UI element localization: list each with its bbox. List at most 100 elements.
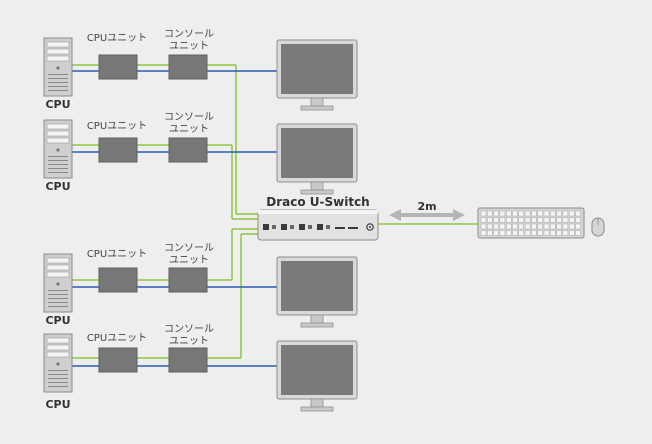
cpu-label: CPU <box>45 98 70 111</box>
monitor-icon <box>276 39 358 111</box>
keyboard-key <box>550 230 556 236</box>
keyboard-key <box>512 210 518 217</box>
cpu-unit-box <box>98 137 138 163</box>
keyboard-key <box>524 217 531 223</box>
console-unit-label: コンソール <box>164 29 214 40</box>
keyboard-key <box>543 210 550 217</box>
console-unit-box <box>168 347 208 373</box>
keyboard-key <box>524 223 531 230</box>
keyboard-key <box>556 217 562 223</box>
tower-pc-icon <box>43 333 73 393</box>
keyboard-key <box>556 210 562 217</box>
keyboard-key <box>543 217 550 223</box>
keyboard-key <box>499 230 506 236</box>
keyboard-key <box>480 217 487 223</box>
keyboard-key <box>556 223 562 230</box>
keyboard-key <box>537 230 543 236</box>
keyboard-key <box>550 217 556 223</box>
keyboard-key <box>480 223 487 230</box>
console-unit-label-2: ユニット <box>169 336 209 347</box>
keyboard-key <box>556 230 562 236</box>
cpu-row-2: CPU CPUユニット コンソール ユニット <box>43 112 358 195</box>
console-unit-box <box>168 137 208 163</box>
console-unit-label: コンソール <box>164 112 214 123</box>
cpu-unit-box <box>98 54 138 80</box>
distance-indicator: 2m <box>389 200 465 221</box>
keyboard-key <box>543 230 550 236</box>
console-unit-label-2: ユニット <box>169 124 209 135</box>
monitor-icon <box>276 340 358 412</box>
keyboard-key <box>493 217 499 223</box>
distance-label: 2m <box>417 200 436 213</box>
double-arrow-icon <box>389 209 465 221</box>
keyboard-key <box>480 210 487 217</box>
keyboard-key <box>575 230 581 236</box>
console-unit-box <box>168 267 208 293</box>
cpu-unit-label: CPUユニット <box>87 121 147 132</box>
keyboard-key <box>537 217 543 223</box>
keyboard-key <box>569 230 575 236</box>
keyboard-key <box>518 223 524 230</box>
keyboard-key <box>499 223 506 230</box>
keyboard-key <box>562 230 569 236</box>
keyboard-key <box>537 210 543 217</box>
draco-u-switch: Draco U-Switch <box>257 195 379 241</box>
keyboard-key <box>537 223 543 230</box>
keyboard-key <box>531 217 537 223</box>
keyboard-key <box>575 210 581 217</box>
cpu-unit-label: CPUユニット <box>87 333 147 344</box>
keyboard-key <box>487 230 493 236</box>
cpu-unit-box <box>98 267 138 293</box>
keyboard-key <box>499 217 506 223</box>
keyboard-key <box>562 210 569 217</box>
keyboard-icon <box>477 207 585 239</box>
tower-pc-icon <box>43 37 73 97</box>
keyboard-key <box>569 210 575 217</box>
keyboard-key <box>499 210 506 217</box>
console-unit-box <box>168 54 208 80</box>
tower-pc-icon <box>43 253 73 313</box>
keyboard-key <box>512 230 518 236</box>
keyboard-key <box>562 223 569 230</box>
keyboard-key <box>518 210 524 217</box>
keyboard-key <box>493 223 499 230</box>
hub-label: Draco U-Switch <box>266 195 369 209</box>
keyboard-key <box>506 210 512 217</box>
console-unit-label-2: ユニット <box>169 255 209 266</box>
keyboard-key <box>487 217 493 223</box>
keyboard-key <box>524 230 531 236</box>
tower-pc-icon <box>43 119 73 179</box>
cpu-label: CPU <box>45 314 70 327</box>
console-unit-label: コンソール <box>164 324 214 335</box>
cpu-label: CPU <box>45 180 70 193</box>
mouse-icon <box>591 217 605 237</box>
keyboard-key <box>493 230 499 236</box>
monitor-icon <box>276 256 358 328</box>
cpu-row-1: CPU CPUユニット コンソール ユニット <box>43 29 358 111</box>
cpu-unit-label: CPUユニット <box>87 249 147 260</box>
keyboard-key <box>531 230 537 236</box>
keyboard-key <box>569 217 575 223</box>
keyboard-key <box>524 210 531 217</box>
cpu-unit-box <box>98 347 138 373</box>
keyboard-key <box>531 210 537 217</box>
keyboard-key <box>543 223 550 230</box>
keyboard-key <box>550 223 556 230</box>
keyboard-key <box>575 217 581 223</box>
keyboard-key <box>512 223 518 230</box>
keyboard-key <box>518 217 524 223</box>
keyboard-key <box>569 223 575 230</box>
keyboard-key <box>518 230 524 236</box>
console-unit-label: コンソール <box>164 243 214 254</box>
keyboard-key <box>506 223 512 230</box>
cpu-row-4: CPU CPUユニット コンソール ユニット <box>43 324 358 412</box>
keyboard-key <box>506 217 512 223</box>
keyboard-key <box>487 223 493 230</box>
keyboard-key <box>550 210 556 217</box>
keyboard-key <box>506 230 512 236</box>
cpu-unit-label: CPUユニット <box>87 33 147 44</box>
keyboard-key <box>512 217 518 223</box>
keyboard-key <box>480 230 487 236</box>
cpu-label: CPU <box>45 398 70 411</box>
console-unit-label-2: ユニット <box>169 41 209 52</box>
